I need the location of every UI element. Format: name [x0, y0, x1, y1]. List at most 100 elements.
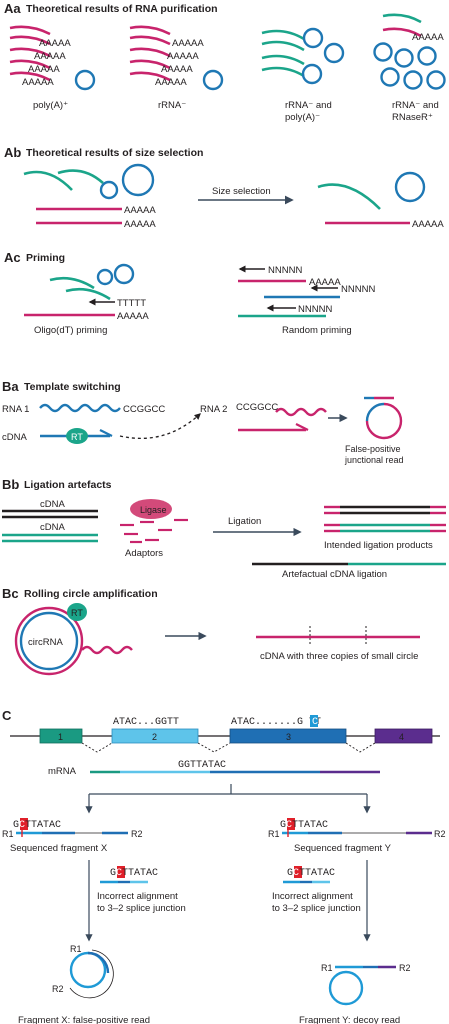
- r2-label: R2: [399, 963, 411, 973]
- polya-tail: AAAAA: [161, 64, 193, 75]
- r1-label: R1: [70, 944, 82, 954]
- group-rnaser: AAAAA rRNA⁻ and RNaseR⁺: [373, 13, 446, 123]
- panel-ab-title: Theoretical results of size selection: [26, 147, 203, 159]
- random-primer-seq: NNNNN: [268, 265, 302, 276]
- group-label: rRNA⁻ and: [392, 100, 439, 111]
- sequenced-x-label: Sequenced fragment X: [10, 843, 108, 854]
- circrna-circle: [74, 69, 96, 91]
- polya-tail: AAAAA: [22, 77, 54, 88]
- random-primer-seq: NNNNN: [341, 284, 375, 295]
- ligase-enzyme: [130, 499, 172, 519]
- exon-4: [374, 728, 433, 744]
- sequenced-y-label: Sequenced fragment Y: [294, 843, 392, 854]
- panel-bb: Bb Ligation artefacts cDNA cDNA Ligase A…: [2, 477, 446, 580]
- rt-enzyme: [66, 428, 88, 444]
- size-selection-label: Size selection: [212, 186, 271, 197]
- cdna-label: cDNA: [40, 499, 65, 510]
- panel-aa-title: Theoretical results of RNA purification: [26, 3, 218, 15]
- incorrect-y-label-2: to 3–2 splice junction: [272, 903, 361, 914]
- result-y-label: Fragment Y: decoy read: [299, 1015, 400, 1024]
- polya-tail: AAAAA: [124, 205, 156, 216]
- group-label: poly(A)⁺: [33, 100, 68, 111]
- polya-tail: AAAAA: [167, 51, 199, 62]
- group-label: rRNA⁻: [158, 100, 186, 111]
- group-rrna-minus: AAAAA AAAAA AAAAA AAAAA rRNA⁻: [129, 25, 224, 111]
- mrna-seq: GGTTATAC: [178, 760, 226, 771]
- polya-tail: AAAAA: [412, 32, 444, 43]
- ligase-label: Ligase: [140, 505, 167, 515]
- fragment-y: GCTTATAC R1 R2 Sequenced fragment Y GCTT…: [268, 818, 446, 1024]
- false-positive-label: False-positive: [345, 444, 401, 454]
- panel-ab-label: Ab: [4, 145, 21, 160]
- panel-bc-label: Bc: [2, 586, 19, 601]
- exon-1: [39, 728, 83, 744]
- cdna-label: cDNA: [2, 432, 27, 443]
- panel-bc: Bc Rolling circle amplification circRNA …: [2, 586, 420, 676]
- circrna-circle: [202, 69, 224, 91]
- panel-bc-title: Rolling circle amplification: [24, 588, 158, 600]
- exon-3: [229, 728, 347, 744]
- incorrect-x-label-2: to 3–2 splice junction: [97, 903, 186, 914]
- polya-tail: AAAAA: [309, 277, 341, 288]
- group-polya: AAAAA AAAAA AAAAA AAAAA poly(A)⁺: [9, 25, 96, 111]
- adaptors-label: Adaptors: [125, 548, 163, 559]
- polya-tail: AAAAA: [172, 38, 204, 49]
- intended-label: Intended ligation products: [324, 540, 433, 551]
- highlight-c: [310, 715, 318, 727]
- panel-ac: Ac Priming TTTTT AAAAA Oligo(dT) priming…: [4, 250, 375, 336]
- fragment-x: GCTTATAC R1 R2 Sequenced fragment X GCTT…: [2, 818, 186, 1024]
- incorrect-x-label: Incorrect alignment: [97, 891, 178, 902]
- group-label-2: RNaseR⁺: [392, 112, 433, 123]
- mrna-label: mRNA: [48, 766, 77, 777]
- circrna-circle: [19, 611, 79, 671]
- rna1-seq: CCGGCC: [123, 404, 165, 415]
- polya-tail: AAAAA: [39, 38, 71, 49]
- panel-bb-label: Bb: [2, 477, 19, 492]
- polya-tail: AAAAA: [412, 219, 444, 230]
- r1-label: R1: [321, 963, 333, 973]
- artefact-label: Artefactual cDNA ligation: [282, 569, 387, 580]
- exon-3-label: 3: [286, 732, 291, 742]
- frag-x-seq-2: GCTTATAC: [110, 868, 158, 879]
- exon-2-label: 2: [152, 732, 157, 742]
- panel-ba: Ba Template switching RNA 1 CCGGCC cDNA …: [2, 379, 404, 465]
- exon-2: [111, 728, 199, 744]
- panel-ab: Ab Theoretical results of size selection…: [4, 145, 444, 230]
- panel-ba-label: Ba: [2, 379, 19, 394]
- panel-ba-title: Template switching: [24, 381, 121, 393]
- group-rrna-polya-minus: rRNA⁻ and poly(A)⁻: [261, 27, 345, 123]
- oligo-priming-label: Oligo(dT) priming: [34, 325, 107, 336]
- rna1-label: RNA 1: [2, 404, 29, 415]
- rna1-wave: [39, 403, 121, 413]
- switch-arrow: [119, 413, 201, 439]
- panel-aa: Aa Theoretical results of RNA purificati…: [4, 1, 446, 123]
- highlight-c-label: C: [312, 717, 318, 728]
- cdna-label: cDNA: [40, 522, 65, 533]
- panel-aa-label: Aa: [4, 1, 21, 16]
- result-x-label: Fragment X: false-positive read: [18, 1015, 150, 1024]
- rna2-wave: [275, 407, 327, 417]
- cdna-copies-label: cDNA with three copies of small circle: [260, 651, 418, 662]
- false-positive-label-2: junctional read: [344, 455, 404, 465]
- rna2-seq: CCGGCC: [236, 402, 278, 413]
- group-label-2: poly(A)⁻: [285, 112, 320, 123]
- random-priming-label: Random priming: [282, 325, 352, 336]
- rt-label: RT: [71, 432, 83, 442]
- exon-1-label: 1: [58, 732, 63, 742]
- polya-tail: AAAAA: [28, 64, 60, 75]
- rt-enzyme: [67, 603, 87, 621]
- r1-label: R1: [2, 829, 14, 839]
- rt-label: RT: [71, 608, 83, 618]
- frag-y-seq-2: GCTTATAC: [287, 868, 335, 879]
- polya-tail: AAAAA: [124, 219, 156, 230]
- panel-ac-label: Ac: [4, 250, 21, 265]
- panel-bb-title: Ligation artefacts: [24, 479, 112, 491]
- circrna-label: circRNA: [28, 637, 63, 648]
- panel-c-label: C: [2, 708, 12, 723]
- exon-4-label: 4: [399, 732, 404, 742]
- polya-tail: AAAAA: [155, 77, 187, 88]
- oligo-dt-seq: TTTTT: [117, 298, 146, 309]
- r2-label: R2: [52, 984, 64, 994]
- polya-tail: AAAAA: [117, 311, 149, 322]
